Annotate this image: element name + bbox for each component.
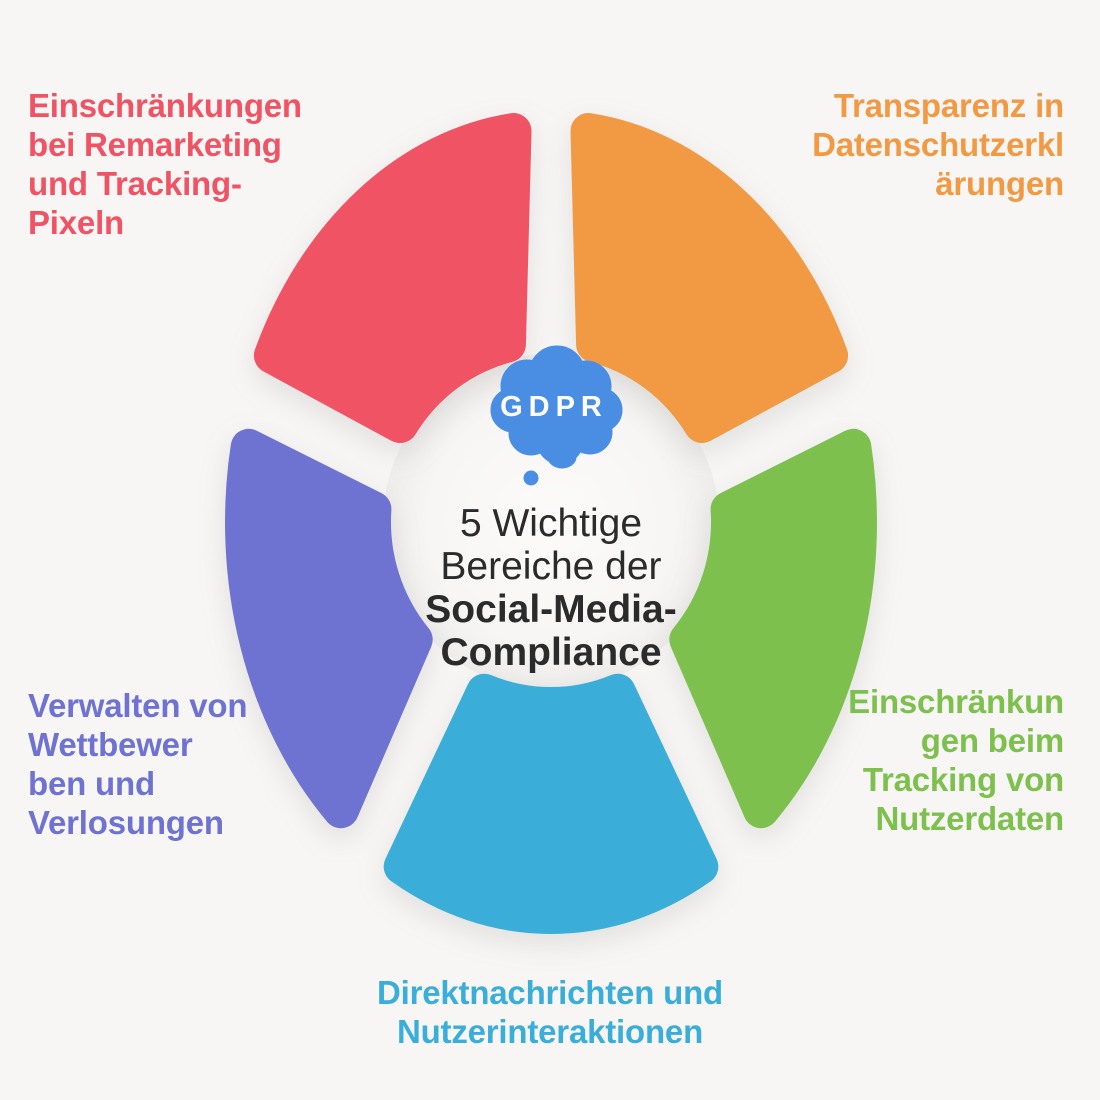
- label-line: Einschränkun: [848, 683, 1064, 720]
- title-line-2: Bereiche der: [440, 545, 662, 588]
- title-line-1: 5 Wichtige: [459, 502, 643, 545]
- label-line: Einschränkungen: [28, 87, 302, 124]
- label-line: ärungen: [935, 165, 1064, 202]
- segment-tracking: [669, 428, 877, 829]
- label-line: Verlosungen: [28, 804, 224, 841]
- gdpr-badge-label: GDPR: [500, 391, 608, 423]
- segment-wettbewerbe: [225, 428, 433, 829]
- title-line-3: Social-Media-: [425, 588, 677, 631]
- label-line: bei Remarketing: [28, 126, 282, 163]
- label-wettbewerbe: Verwalten von Wettbewer ben und Verlosun…: [28, 686, 288, 842]
- diagram-title: 5 Wichtige Bereiche der Social-Media- Co…: [351, 502, 751, 674]
- center-disc: [383, 354, 719, 690]
- segment-transparenz: [570, 113, 849, 443]
- label-line: und Tracking-: [28, 165, 242, 202]
- segment-remarketing: [253, 113, 532, 443]
- segment-direktnachrichten: [383, 673, 719, 934]
- label-line: Direktnachrichten und: [376, 974, 724, 1011]
- label-direktnachrichten: Direktnachrichten und Nutzerinteraktione…: [0, 973, 1100, 1051]
- label-line: Verwalten von: [28, 687, 248, 724]
- label-line: Nutzerdaten: [875, 800, 1065, 837]
- label-line: Nutzerinteraktionen: [396, 1013, 704, 1050]
- label-remarketing: Einschränkungen bei Remarketing und Trac…: [28, 86, 348, 242]
- label-line: gen beim: [920, 722, 1064, 759]
- label-tracking: Einschränkun gen beim Tracking von Nutze…: [804, 682, 1064, 838]
- label-line: ben und: [28, 765, 155, 802]
- title-line-4: Compliance: [440, 631, 662, 674]
- gdpr-cloud-icon: [490, 345, 623, 486]
- label-line: Datenschutzerkl: [812, 126, 1064, 163]
- label-transparenz: Transparenz in Datenschutzerkl ärungen: [764, 86, 1064, 203]
- label-line: Tracking von: [862, 761, 1064, 798]
- label-line: Transparenz in: [833, 87, 1064, 124]
- label-line: Wettbewer: [28, 726, 193, 763]
- label-line: Pixeln: [28, 204, 125, 241]
